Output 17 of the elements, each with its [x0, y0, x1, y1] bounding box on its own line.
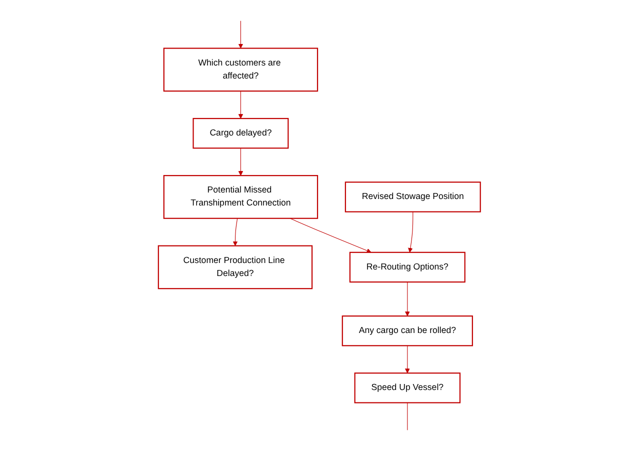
node-box: Any cargo can be rolled? [341, 315, 473, 346]
node-box: Cargo delayed? [192, 118, 288, 149]
arrow [408, 212, 413, 253]
node-box: Customer Production Line Delayed? [157, 245, 312, 290]
arrow [238, 90, 243, 119]
arrow [404, 282, 410, 316]
arrow [238, 148, 243, 176]
arrow [289, 218, 372, 253]
node-box: Revised Stowage Position [344, 182, 481, 212]
arrow [232, 218, 238, 246]
node-box: Potential Missed Transhipment Connection [162, 175, 318, 219]
arrow [404, 345, 410, 374]
node-box: Re-Routing Options? [349, 252, 466, 283]
connector [406, 402, 408, 430]
node-box: Speed Up Vessel? [354, 372, 460, 404]
arrow [238, 20, 243, 48]
node-box: Which customers are affected? [162, 48, 318, 92]
